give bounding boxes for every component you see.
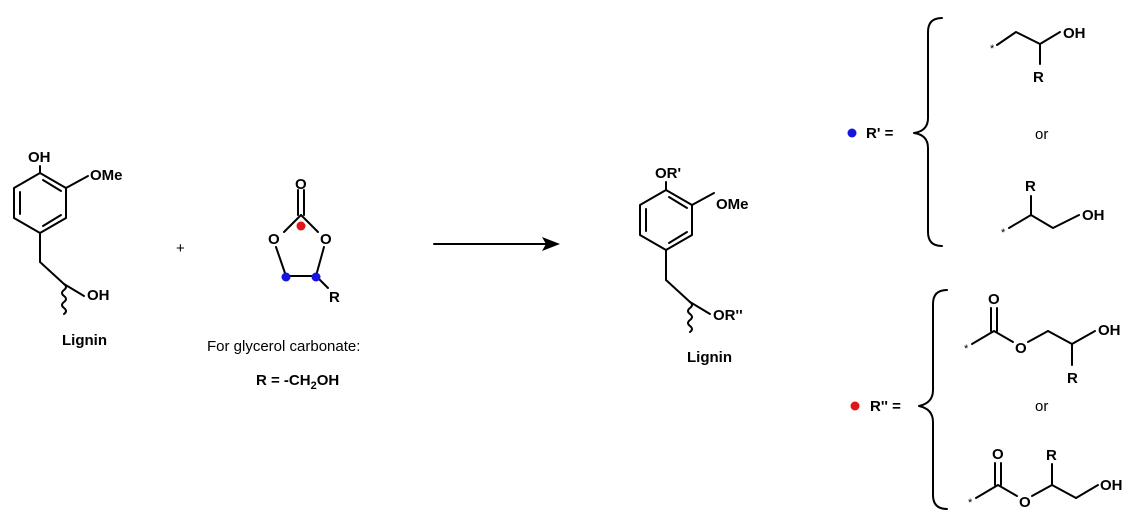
r-double-prime-label: R'' = [870,398,901,415]
r-double-prime-brace [918,289,948,510]
r-double-prime-or: or [1035,398,1048,415]
reaction-arrow [433,237,560,251]
label-product-lignin: Lignin [687,349,732,366]
cyclic-carbonate: O O O R [268,176,340,306]
r-prime-opt1-star: * [990,43,995,55]
r-prime-label: R' = [866,125,894,142]
label-carbonyl-o: O [295,176,307,193]
r-double-prime-opt1-carbonyl-o: O [988,291,1000,308]
wavy-bond [61,283,67,315]
label-or-prime: OR' [655,165,681,182]
r-double-prime-opt2-oh: OH [1100,477,1123,494]
r-double-prime-definition: R'' = * O O OH R or * O O R OH [850,289,1123,511]
label-ring-o-left: O [268,231,280,248]
r-prime-brace [913,17,943,247]
reactant-lignin-unit: OH OMe OH Lignin [13,149,123,349]
r-prime-or: or [1035,126,1048,143]
label-product-ome: OMe [716,196,749,213]
r-prime-opt2-star: * [1001,227,1006,239]
r-double-prime-opt1-oh: OH [1098,322,1121,339]
label-or-double-prime: OR'' [713,307,743,324]
red-marker-dot [296,221,306,231]
r-double-prime-opt1-r: R [1067,370,1078,387]
label-r-substituent: R [329,289,340,306]
r-prime-opt2-r: R [1025,178,1036,195]
label-ome: OMe [90,167,123,184]
r-double-prime-opt1-star: * [964,343,969,355]
bond-side-oh [63,283,85,297]
label-oh-top: OH [28,149,51,166]
aromatic-ring [13,172,67,234]
label-lignin: Lignin [62,332,107,349]
r-prime-opt1-oh: OH [1063,25,1086,42]
r-prime-blue-dot [847,128,857,138]
bond-methoxy [65,175,89,189]
product-aromatic-ring [639,189,693,251]
r-prime-opt2-oh: OH [1082,207,1105,224]
r-double-prime-opt2-ester-o: O [1019,494,1031,511]
bond-side-chain-2 [39,261,65,285]
blue-marker-dot-right [311,272,321,282]
product-wavy-bond [687,301,693,333]
glycerol-carbonate-caption: For glycerol carbonate: [207,338,360,355]
r-definition: R = -CH2OH [256,372,339,392]
label-oh-side: OH [87,287,110,304]
blue-marker-dot-left [281,272,291,282]
plus-sign: + [176,240,185,257]
r-double-prime-opt2-carbonyl-o: O [992,446,1004,463]
label-ring-o-right: O [320,231,332,248]
r-prime-definition: R' = * OH R or * R OH [847,17,1105,247]
r-prime-opt1-r: R [1033,69,1044,86]
r-double-prime-opt2-r: R [1046,447,1057,464]
r-double-prime-opt2-star: * [968,497,973,509]
product-lignin-unit: OR' OMe OR'' Lignin [639,165,749,366]
r-double-prime-red-dot [850,401,860,411]
r-double-prime-opt1-ester-o: O [1015,340,1027,357]
